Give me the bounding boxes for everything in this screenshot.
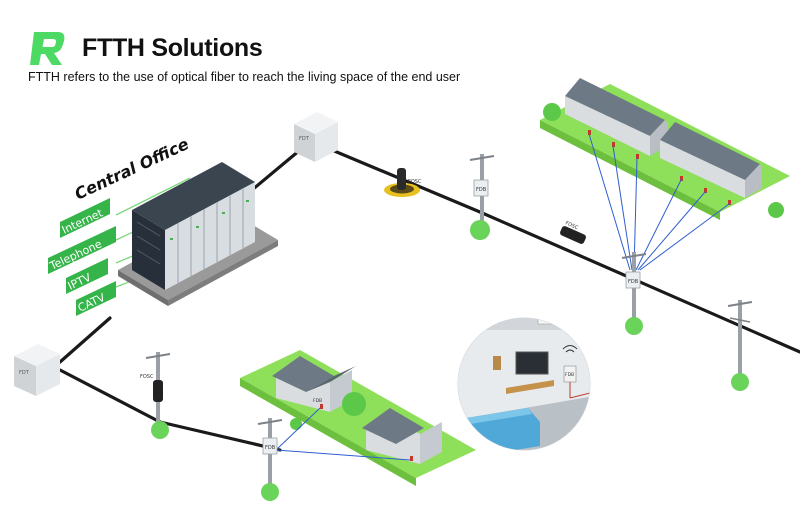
fdt-label-top: FDT — [299, 136, 310, 142]
pole-far-right — [727, 300, 753, 391]
service-tag-internet: Internet — [60, 198, 110, 238]
page-subtitle: FTTH refers to the use of optical fiber … — [28, 70, 461, 84]
page-title: FTTH Solutions — [82, 33, 263, 62]
fdt-cabinet-top: FDT — [294, 112, 338, 162]
fdb-label-house: FDB — [313, 398, 322, 404]
service-tags: Internet Telephone IPTV CATV — [47, 198, 116, 316]
fosc-label-inline: FOSC — [564, 220, 579, 231]
pole-fosc-bottom: FOSC — [140, 352, 171, 439]
central-office — [118, 162, 278, 306]
header: FTTH Solutions — [28, 28, 263, 68]
pole-fdb-right: FDB — [621, 252, 647, 335]
fdb-label-room: FDB — [565, 372, 574, 378]
service-label-internet: Internet — [60, 206, 106, 237]
brand-logo-icon — [30, 32, 65, 65]
fdb-label-pole-bottom: FDB — [265, 445, 276, 451]
fdt-cabinet-bottom: FDT — [14, 344, 60, 396]
pole-fdb-top: FDB — [469, 154, 495, 240]
pole-fdb-bottom: FDB — [257, 418, 283, 501]
fdt-label-bottom: FDT — [19, 370, 30, 376]
fosc-label-pole: FOSC — [140, 374, 154, 380]
living-room-inset: FDB — [454, 314, 594, 454]
fosc-label-ground: FOSC — [408, 179, 422, 185]
fosc-closure-inline: FOSC — [560, 220, 586, 244]
fdb-label-pole-right: FDB — [628, 279, 639, 285]
townhouse-block — [540, 78, 790, 220]
house-block: FDB — [240, 350, 476, 486]
fosc-closure-ground: FOSC — [384, 168, 422, 197]
fdb-label-pole-top: FDB — [476, 187, 487, 193]
drop-fibers-houses — [275, 407, 411, 461]
